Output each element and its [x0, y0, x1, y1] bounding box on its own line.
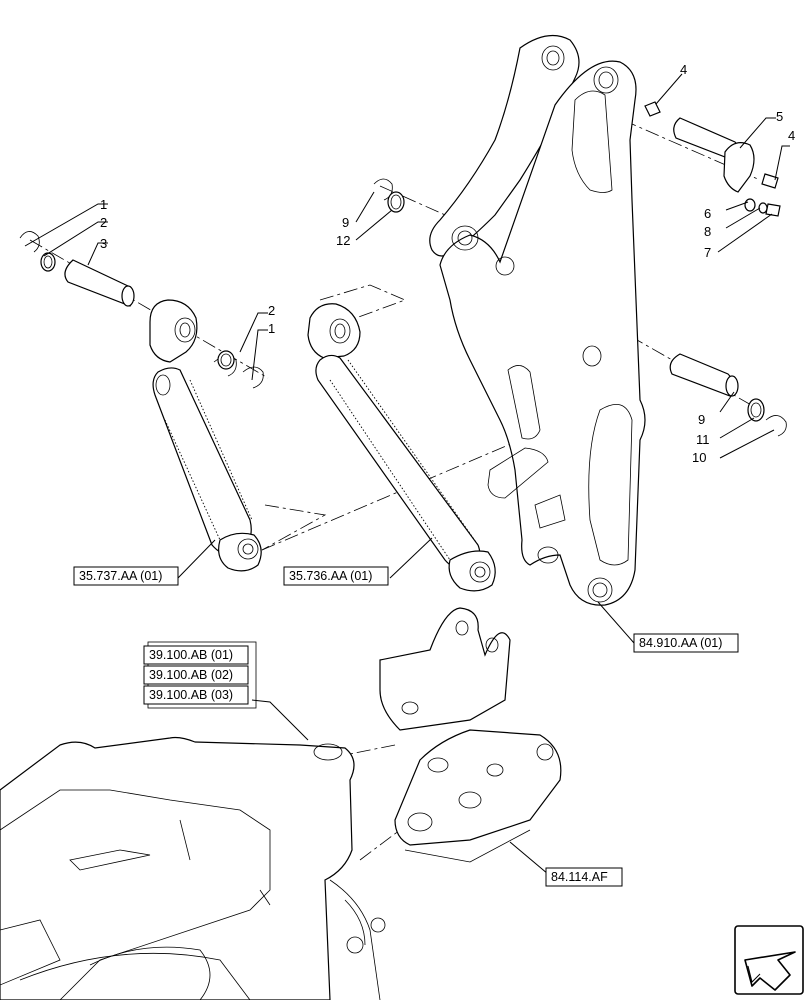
- callout-1: 1: [100, 197, 107, 212]
- reference-boxes: 35.737.AA (01) 35.736.AA (01) 84.910.AA …: [73, 566, 739, 887]
- ref-link-bracket[interactable]: 84.114.AF: [545, 867, 623, 887]
- ref-label: 35.737.AA (01): [79, 569, 162, 583]
- callout-2: 2: [268, 303, 275, 318]
- arrow-icon[interactable]: [734, 925, 804, 995]
- callout-7: 7: [704, 245, 711, 260]
- callout-2: 2: [100, 215, 107, 230]
- ref-label: 35.736.AA (01): [289, 569, 372, 583]
- callout-6: 6: [704, 206, 711, 221]
- upper-pin-assembly: [644, 101, 781, 217]
- callout-numbers: 1 2 3 2 1 9 12 4 5 4 6 8 7 9 11 10: [100, 62, 795, 465]
- ref-label: 39.100.AB (02): [149, 668, 233, 682]
- ref-link-frame-2[interactable]: 39.100.AB (02): [143, 665, 249, 685]
- callout-4: 4: [788, 128, 795, 143]
- callout-10: 10: [692, 450, 706, 465]
- ref-link-cylinder-left[interactable]: 35.737.AA (01): [73, 566, 179, 586]
- loader-frame: [0, 736, 386, 1000]
- left-cylinder: [149, 299, 264, 572]
- ref-label: 39.100.AB (03): [149, 688, 233, 702]
- ref-link-cylinder-right[interactable]: 35.736.AA (01): [283, 566, 389, 586]
- ref-label: 84.114.AF: [551, 870, 608, 884]
- ref-label: 84.910.AA (01): [639, 636, 722, 650]
- callout-3: 3: [100, 236, 107, 251]
- ref-group-frame: 39.100.AB (01) 39.100.AB (02) 39.100.AB …: [143, 641, 257, 709]
- lower-pin-assembly: [669, 353, 787, 437]
- leader-lines: [24, 73, 790, 875]
- lift-arm: [429, 34, 646, 606]
- callout-8: 8: [704, 224, 711, 239]
- ref-link-frame-1[interactable]: 39.100.AB (01): [143, 645, 249, 665]
- callout-9: 9: [698, 412, 705, 427]
- callout-9: 9: [342, 215, 349, 230]
- ref-label: 39.100.AB (01): [149, 648, 233, 662]
- right-cylinder: [307, 178, 496, 592]
- ref-link-lift-arm[interactable]: 84.910.AA (01): [633, 633, 739, 653]
- callout-12: 12: [336, 233, 350, 248]
- callout-11: 11: [696, 432, 710, 447]
- callout-4: 4: [680, 62, 687, 77]
- mounting-bracket: [379, 607, 562, 863]
- ref-link-frame-3[interactable]: 39.100.AB (03): [143, 685, 249, 705]
- left-pin-assembly: [19, 231, 135, 307]
- callout-1: 1: [268, 321, 275, 336]
- callout-5: 5: [776, 109, 783, 124]
